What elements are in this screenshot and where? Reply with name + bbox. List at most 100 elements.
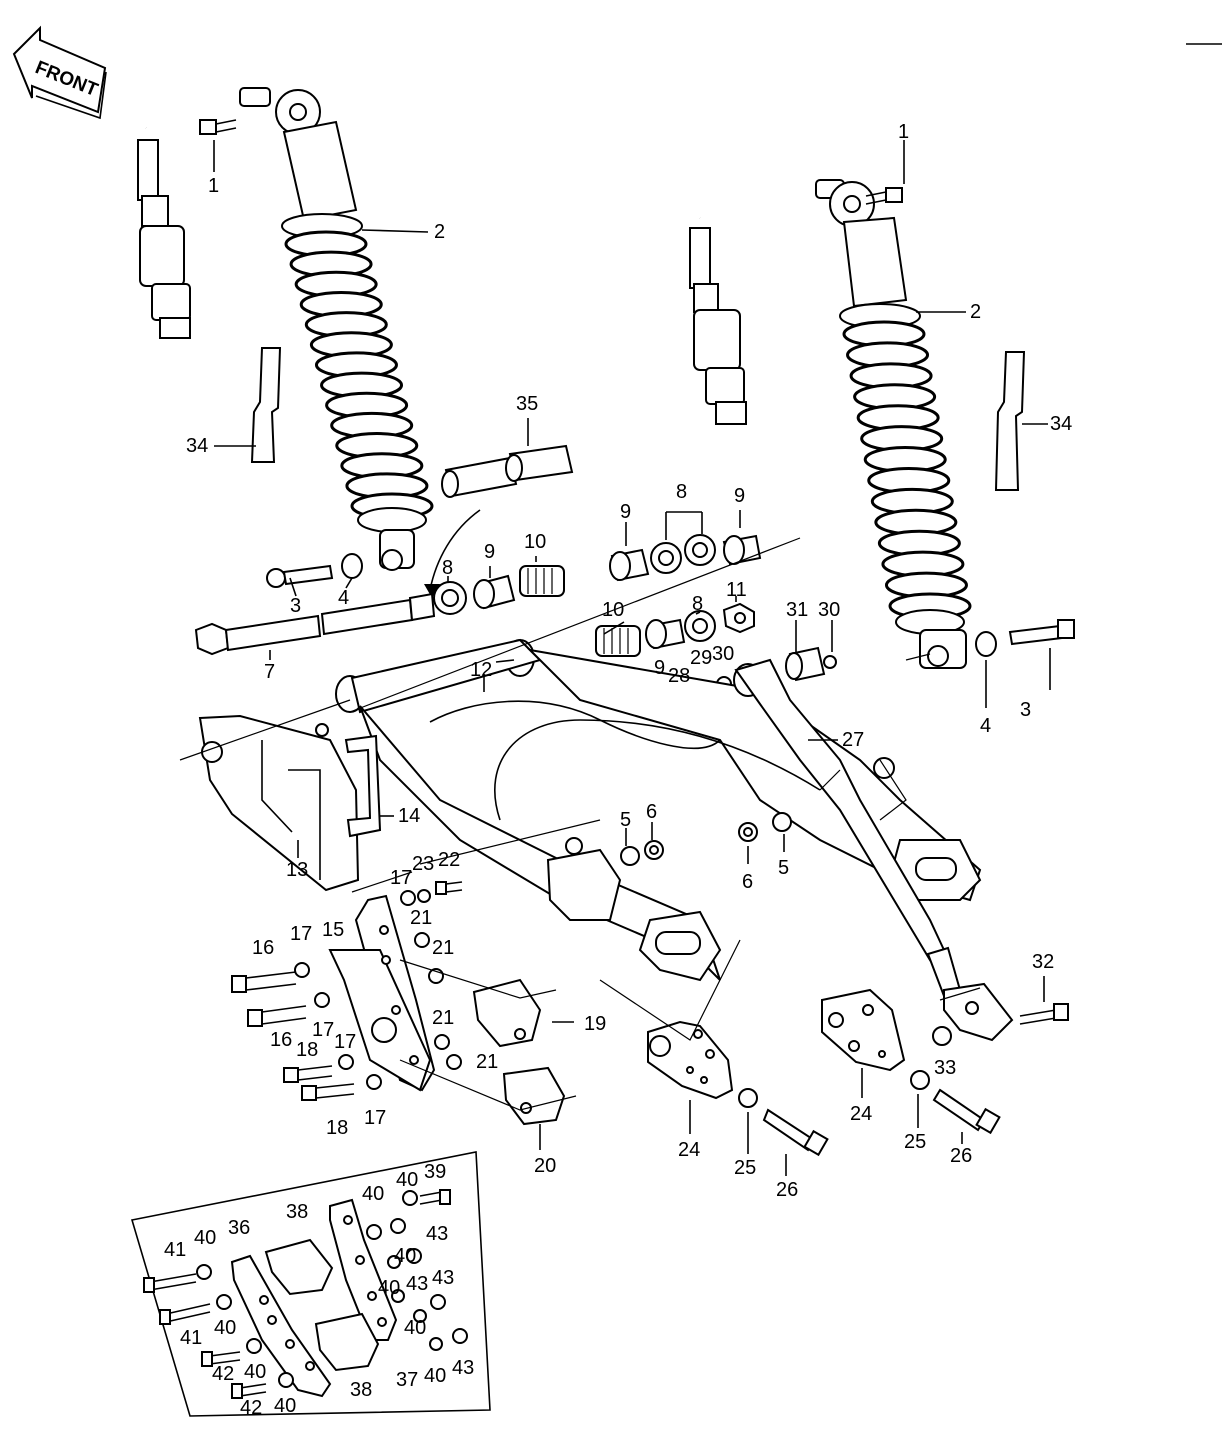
callout-4: 4 bbox=[338, 587, 349, 609]
bolt-3-left bbox=[266, 564, 334, 588]
callout-21: 21 bbox=[432, 937, 454, 959]
callout-17: 17 bbox=[364, 1107, 386, 1129]
shock-absorber-left bbox=[137, 81, 434, 571]
callout-2: 2 bbox=[970, 301, 981, 323]
collar-35 bbox=[424, 444, 574, 598]
callout-40: 40 bbox=[214, 1317, 236, 1339]
needle-bearing-10-left bbox=[519, 565, 565, 597]
callout-34: 34 bbox=[186, 435, 208, 457]
chain-adjuster-24-right bbox=[821, 988, 906, 1072]
callout-17: 17 bbox=[390, 867, 412, 889]
chain-guide-plate-15 bbox=[328, 894, 436, 1092]
bolt-32 bbox=[1019, 1003, 1069, 1025]
callout-8: 8 bbox=[676, 481, 687, 503]
callout-36: 36 bbox=[228, 1217, 250, 1239]
callout-19: 19 bbox=[584, 1013, 606, 1035]
callout-37: 37 bbox=[396, 1369, 418, 1391]
callout-8: 8 bbox=[692, 593, 703, 615]
callout-40: 40 bbox=[396, 1169, 418, 1191]
callout-22: 22 bbox=[438, 849, 460, 871]
sleeve-9-lower bbox=[645, 618, 686, 650]
callout-10: 10 bbox=[524, 531, 546, 553]
collar-4-left bbox=[341, 553, 363, 579]
nut-11 bbox=[722, 602, 755, 634]
callout-4: 4 bbox=[980, 715, 991, 737]
callout-41: 41 bbox=[180, 1327, 202, 1349]
bolt-16-a bbox=[231, 971, 297, 993]
callout-16: 16 bbox=[252, 937, 274, 959]
nut-25-right bbox=[910, 1070, 930, 1090]
collar-31 bbox=[785, 646, 826, 682]
needle-bearing-10-right bbox=[595, 625, 641, 657]
callout-41: 41 bbox=[164, 1239, 186, 1261]
callout-39: 39 bbox=[424, 1161, 446, 1183]
callout-40: 40 bbox=[404, 1317, 426, 1339]
washer-30-right bbox=[823, 655, 837, 669]
shock-absorber-right bbox=[689, 145, 972, 669]
callout-38: 38 bbox=[350, 1379, 372, 1401]
callout-42: 42 bbox=[240, 1397, 262, 1419]
sleeve-9-left bbox=[473, 574, 516, 610]
callout-43: 43 bbox=[432, 1267, 454, 1289]
callout-43: 43 bbox=[452, 1357, 474, 1379]
callout-11: 11 bbox=[726, 579, 747, 601]
callout-40: 40 bbox=[394, 1245, 416, 1267]
callout-24: 24 bbox=[678, 1139, 700, 1161]
callout-26: 26 bbox=[950, 1145, 972, 1167]
callout-40: 40 bbox=[274, 1395, 296, 1417]
nut-6-right bbox=[738, 822, 758, 842]
callout-17: 17 bbox=[290, 923, 312, 945]
chain-guide-block-19 bbox=[472, 978, 542, 1048]
callout-43: 43 bbox=[426, 1223, 448, 1245]
chain-guide-block-20 bbox=[502, 1066, 566, 1126]
leader-lines bbox=[179, 140, 1051, 1176]
callout-43: 43 bbox=[406, 1273, 428, 1295]
washers-17 bbox=[294, 890, 416, 1090]
callout-40: 40 bbox=[194, 1227, 216, 1249]
oil-seal-8-left bbox=[433, 581, 467, 615]
bracket-14 bbox=[344, 734, 382, 838]
callout-42: 42 bbox=[212, 1363, 234, 1385]
nut-6-left bbox=[644, 840, 664, 860]
front-arrow-icon: FRONT bbox=[12, 25, 107, 120]
callout-18: 18 bbox=[326, 1117, 348, 1139]
callout-33: 33 bbox=[934, 1057, 956, 1079]
torque-link-27 bbox=[733, 658, 1014, 1042]
callout-16: 16 bbox=[270, 1029, 292, 1051]
bolt-26-left bbox=[762, 1108, 829, 1157]
callout-15: 15 bbox=[322, 919, 344, 941]
callout-27: 27 bbox=[842, 729, 864, 751]
callout-40: 40 bbox=[424, 1365, 446, 1387]
pivot-shaft-7 bbox=[194, 592, 436, 656]
bolt-16-b bbox=[247, 1005, 307, 1027]
nut-33 bbox=[932, 1026, 952, 1046]
callout-13: 13 bbox=[286, 859, 308, 881]
callout-1: 1 bbox=[898, 121, 909, 143]
callout-9: 9 bbox=[484, 541, 495, 563]
callout-17: 17 bbox=[312, 1019, 334, 1041]
callout-29: 29 bbox=[690, 647, 712, 669]
callout-25: 25 bbox=[734, 1157, 756, 1179]
bolt-1-left bbox=[199, 119, 237, 135]
callout-14: 14 bbox=[398, 805, 420, 827]
callout-34: 34 bbox=[1050, 413, 1072, 435]
callout-31: 31 bbox=[786, 599, 808, 621]
callout-35: 35 bbox=[516, 393, 538, 415]
sleeve-9-upper-a bbox=[609, 548, 650, 582]
callout-25: 25 bbox=[904, 1131, 926, 1153]
callout-1: 1 bbox=[208, 175, 219, 197]
callout-26: 26 bbox=[776, 1179, 798, 1201]
collar-5-left bbox=[620, 846, 640, 866]
callout-9: 9 bbox=[734, 485, 745, 507]
callout-6: 6 bbox=[742, 871, 753, 893]
bolt-18-b bbox=[301, 1083, 355, 1101]
chain-guard-13 bbox=[198, 714, 360, 892]
callout-40: 40 bbox=[244, 1361, 266, 1383]
callout-18: 18 bbox=[296, 1039, 318, 1061]
seal-8-lower bbox=[684, 610, 716, 642]
callout-3: 3 bbox=[290, 595, 301, 617]
callout-40: 40 bbox=[362, 1183, 384, 1205]
callout-21: 21 bbox=[432, 1007, 454, 1029]
bolt-3-right bbox=[1008, 619, 1075, 646]
